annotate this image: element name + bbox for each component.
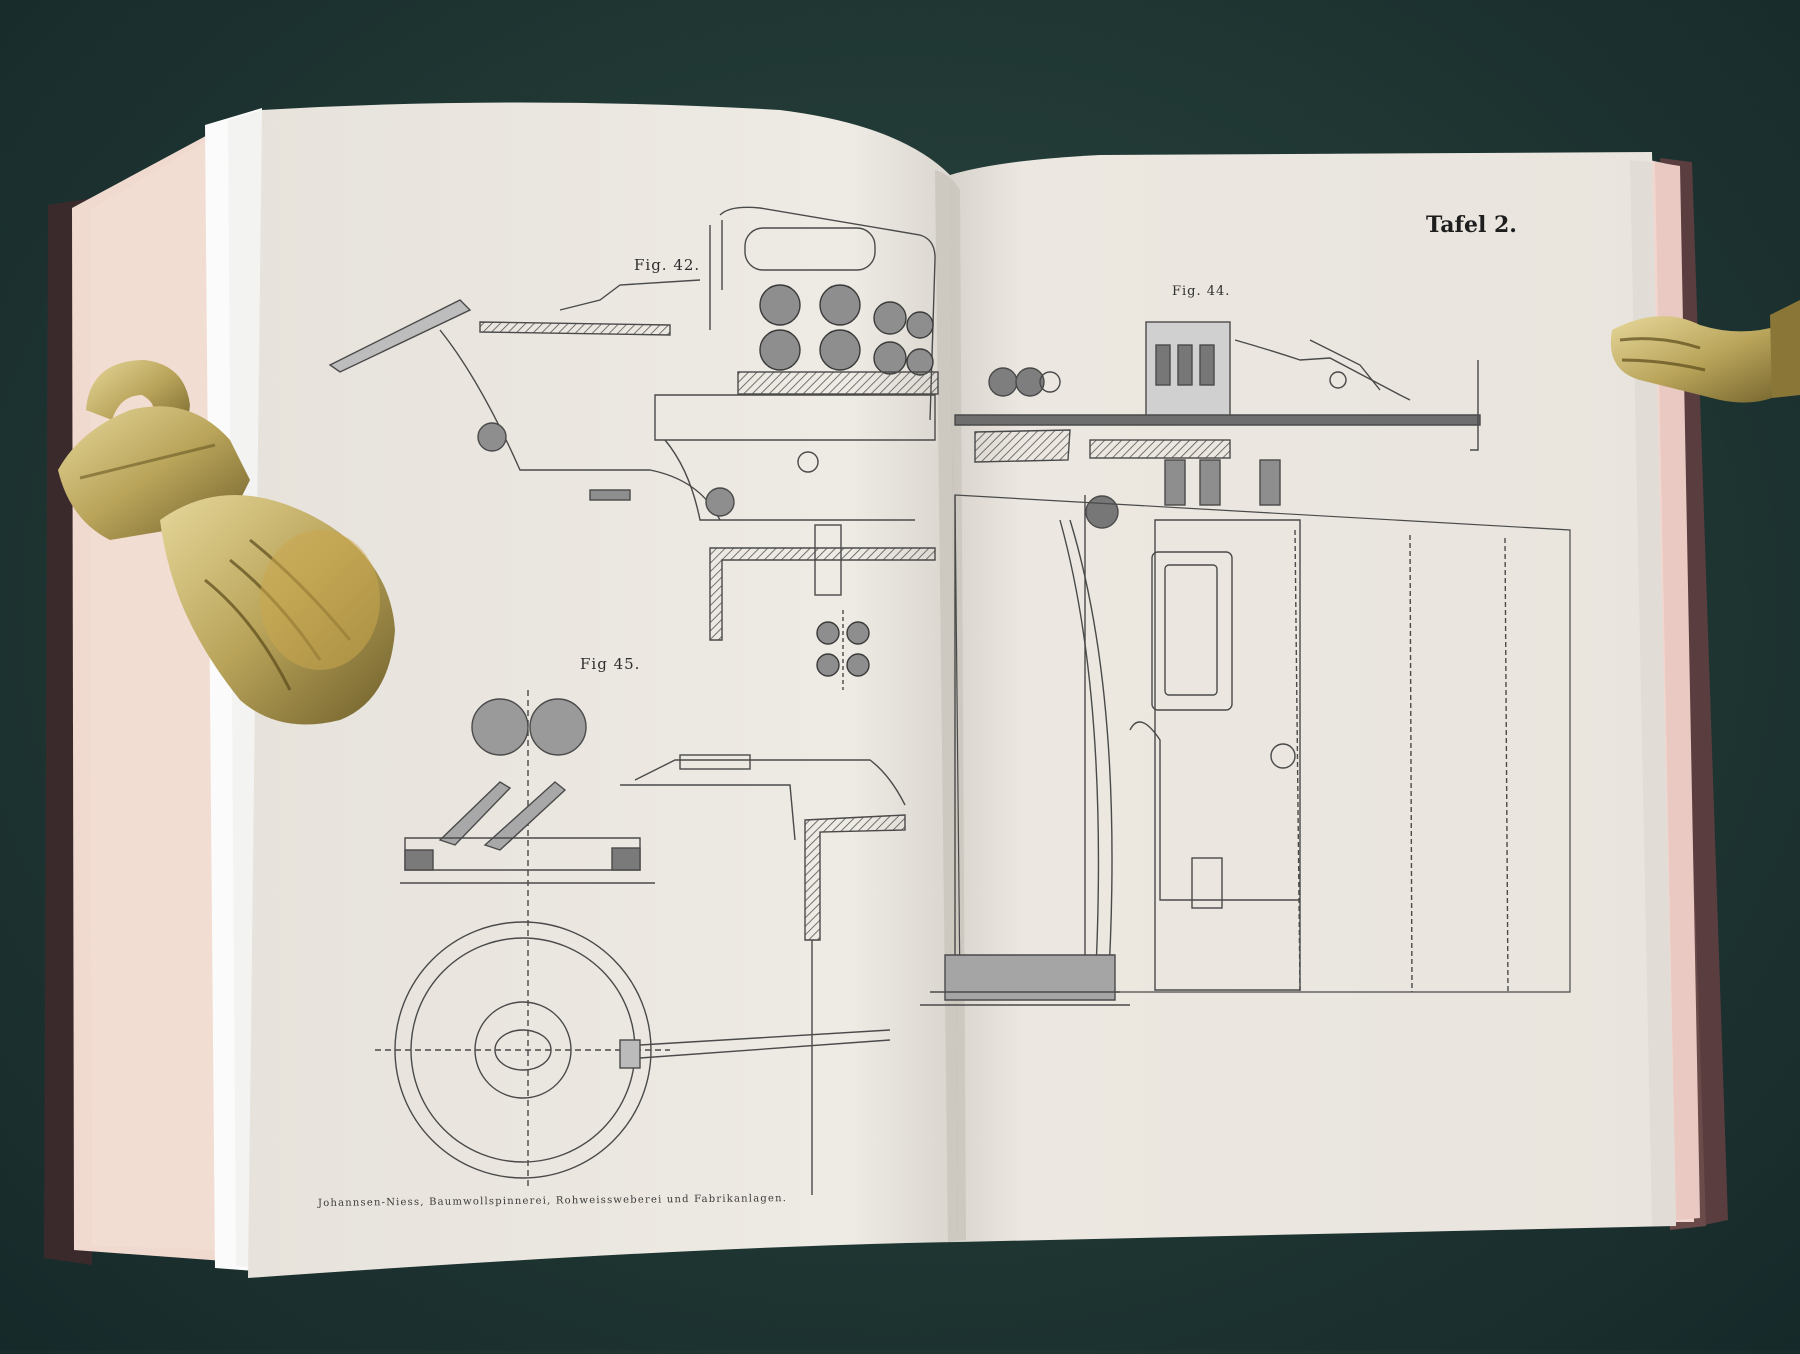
fig42-drawing — [328, 206, 939, 690]
fig45-caption: Fig 45. — [580, 655, 641, 673]
right-page — [950, 152, 1676, 1242]
fig44-drawing — [920, 321, 1571, 1006]
left-page — [248, 102, 958, 1278]
fig45-drawing — [375, 690, 906, 1195]
fig42-caption: Fig. 42. — [634, 256, 701, 274]
plate-title: Tafel 2. — [1426, 212, 1517, 238]
brass-hand-clip-left — [58, 360, 395, 725]
fig44-caption: Fig. 44. — [1172, 284, 1231, 299]
brass-hand-clip-right — [1610, 300, 1800, 403]
